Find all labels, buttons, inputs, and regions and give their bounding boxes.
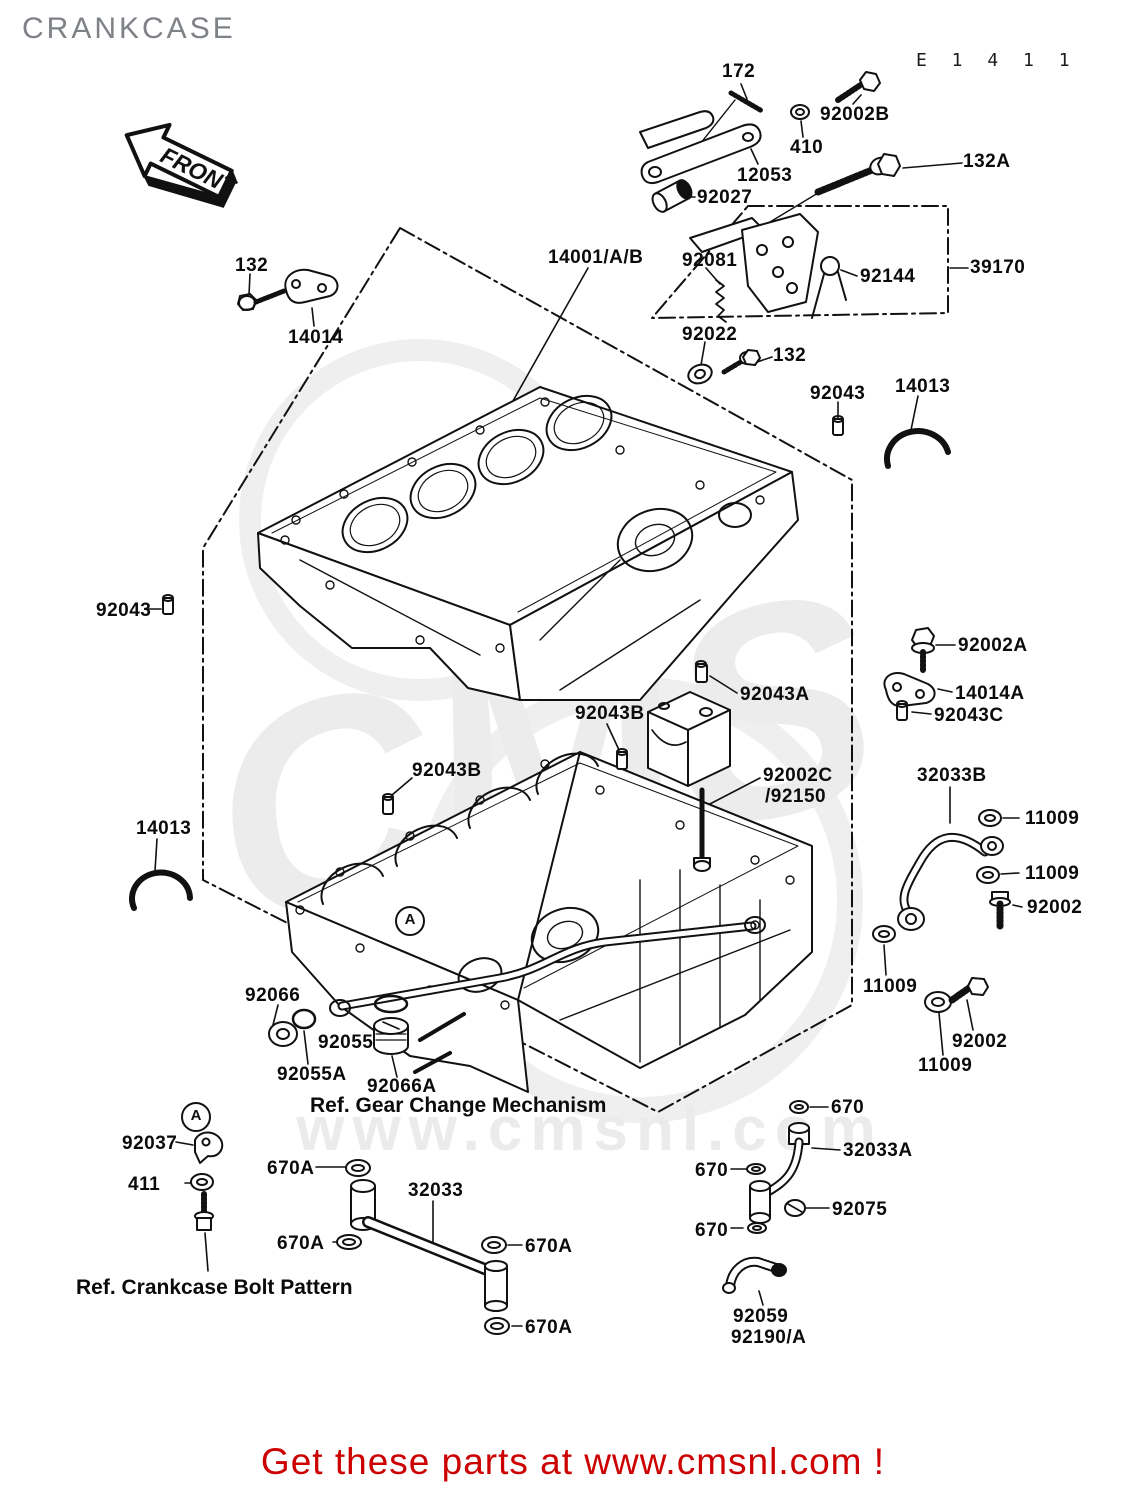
sub-frame-39170 — [651, 205, 949, 319]
part-callout-670a[interactable]: 670A — [277, 1233, 325, 1254]
part-callout-670a[interactable]: 670A — [525, 1317, 573, 1338]
part-callout-670a[interactable]: 670A — [525, 1236, 573, 1257]
part-callout-92144[interactable]: 92144 — [860, 266, 916, 287]
part-callout-92055[interactable]: 92055 — [318, 1032, 374, 1053]
position-marker-a: A — [395, 906, 425, 936]
part-callout-92075[interactable]: 92075 — [832, 1199, 888, 1220]
part-callout-92002[interactable]: 92002 — [1027, 897, 1083, 918]
part-callout-670[interactable]: 670 — [831, 1097, 865, 1118]
bolt-pattern-hardware-drawing — [190, 1131, 224, 1231]
part-callout-14001ab[interactable]: 14001/A/B — [548, 247, 644, 268]
part-callout-92027[interactable]: 92027 — [697, 187, 753, 208]
part-callout-92150[interactable]: /92150 — [765, 786, 827, 807]
svg-text:www.cmsnl.com: www.cmsnl.com — [295, 1095, 884, 1164]
part-callout-32033b[interactable]: 32033B — [917, 765, 987, 786]
part-callout-32033a[interactable]: 32033A — [843, 1140, 913, 1161]
part-callout-92043[interactable]: 92043 — [96, 600, 152, 621]
right-bracket-hardware-drawing — [883, 627, 936, 721]
part-callout-92081[interactable]: 92081 — [682, 250, 738, 271]
part-callout-11009[interactable]: 11009 — [1025, 863, 1080, 884]
part-callout-92066[interactable]: 92066 — [245, 985, 301, 1006]
mid-right-hardware-drawing — [129, 349, 951, 911]
part-callout-410[interactable]: 410 — [790, 137, 824, 158]
part-callout-92043b[interactable]: 92043B — [412, 760, 482, 781]
part-callout-92002a[interactable]: 92002A — [958, 635, 1028, 656]
part-callout-14014[interactable]: 14014 — [288, 327, 344, 348]
lower-crankcase-drawing — [285, 751, 813, 1093]
part-callout-14013[interactable]: 14013 — [895, 376, 951, 397]
gear-change-set-drawing — [689, 213, 847, 323]
front-arrow: FRONT — [124, 122, 241, 208]
part-callout-14014a[interactable]: 14014A — [955, 683, 1025, 704]
part-callout-11009[interactable]: 11009 — [1025, 808, 1080, 829]
part-callout-11009[interactable]: 11009 — [918, 1055, 973, 1076]
part-callout-92002[interactable]: 92002 — [952, 1031, 1008, 1052]
ref-note-refcrankcaseboltpattern: Ref. Crankcase Bolt Pattern — [76, 1276, 353, 1299]
footer-banner[interactable]: Get these parts at www.cmsnl.com ! — [260, 1441, 886, 1482]
part-callout-132a[interactable]: 132A — [963, 151, 1011, 172]
bottom-plugs-drawing — [268, 994, 466, 1074]
part-callout-11009[interactable]: 11009 — [863, 976, 918, 997]
part-callout-92002b[interactable]: 92002B — [820, 104, 890, 125]
part-callout-172[interactable]: 172 — [722, 61, 756, 82]
part-callout-92022[interactable]: 92022 — [682, 324, 738, 345]
part-callout-39170[interactable]: 39170 — [970, 257, 1026, 278]
part-callout-670[interactable]: 670 — [695, 1220, 729, 1241]
part-callout-92043a[interactable]: 92043A — [740, 684, 810, 705]
upper-crankcase-drawing — [257, 386, 799, 701]
ref-note-refgearchangemechanism: Ref. Gear Change Mechanism — [310, 1094, 607, 1117]
part-callout-14013[interactable]: 14013 — [136, 818, 192, 839]
part-callout-92043c[interactable]: 92043C — [934, 705, 1004, 726]
part-callout-92190a[interactable]: 92190/A — [731, 1327, 807, 1348]
bearing-cap-drawing — [382, 660, 731, 872]
part-callout-92066a[interactable]: 92066A — [367, 1076, 437, 1097]
part-callout-132[interactable]: 132 — [773, 345, 807, 366]
part-callout-132[interactable]: 132 — [235, 255, 269, 276]
part-callout-92043b[interactable]: 92043B — [575, 703, 645, 724]
position-marker-a: A — [181, 1102, 211, 1132]
oil-pipe-32033-drawing — [336, 1159, 510, 1335]
part-callout-670a[interactable]: 670A — [267, 1158, 315, 1179]
left-hardware-drawing — [162, 268, 339, 615]
top-hardware-drawing — [639, 71, 901, 223]
oil-pipe-32033A-drawing — [722, 1100, 810, 1294]
part-callout-32033[interactable]: 32033 — [408, 1180, 464, 1201]
fiche-code: E 1 4 1 1 — [916, 50, 1077, 71]
part-callout-411[interactable]: 411 — [128, 1174, 161, 1195]
oil-pipe-32033B-drawing — [872, 809, 1011, 1013]
part-callout-92043[interactable]: 92043 — [810, 383, 866, 404]
page-title: CRANKCASE — [22, 12, 236, 45]
part-callout-92037[interactable]: 92037 — [122, 1133, 178, 1154]
main-frame — [202, 227, 853, 1113]
part-callout-92055a[interactable]: 92055A — [277, 1064, 347, 1085]
part-callout-670[interactable]: 670 — [695, 1160, 729, 1181]
part-callout-12053[interactable]: 12053 — [737, 165, 793, 186]
part-callout-92002c[interactable]: 92002C — [763, 765, 833, 786]
part-callout-92059[interactable]: 92059 — [733, 1306, 789, 1327]
